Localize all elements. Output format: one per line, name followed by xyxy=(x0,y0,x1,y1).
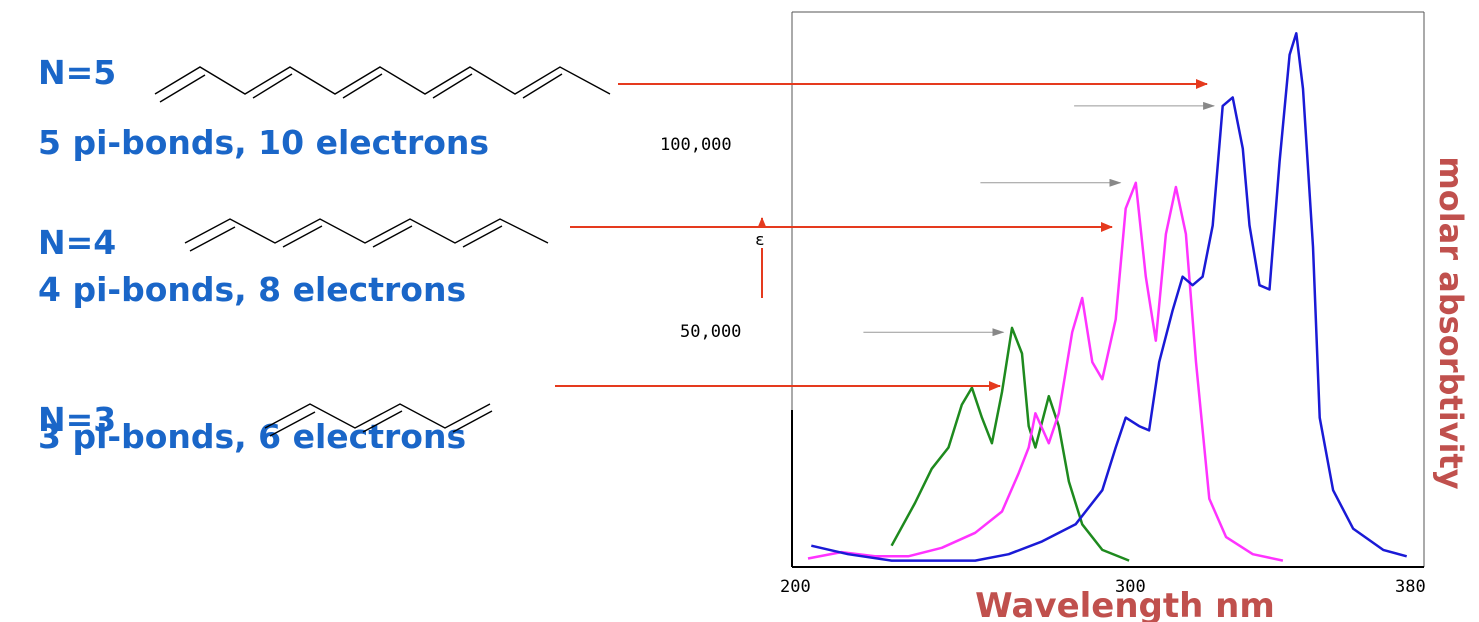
spectrum-line-2 xyxy=(811,32,1408,562)
reference-arrows xyxy=(863,101,1216,337)
compound-n4-label: N=4 xyxy=(38,223,117,262)
compound-n5-desc: 5 pi-bonds, 10 electrons xyxy=(38,123,490,162)
molecule-octatetraene xyxy=(184,218,549,252)
plot-frame xyxy=(791,11,1425,567)
molecule-decapentaene xyxy=(154,66,611,103)
spectrum-line-1 xyxy=(807,181,1284,562)
spectrum-line-0 xyxy=(890,326,1130,562)
molecule-hexatriene xyxy=(264,403,493,437)
x-axis-title: Wavelength nm xyxy=(975,586,1275,622)
y-tick-label: 50,000 xyxy=(680,322,741,342)
x-tick-label: 380 xyxy=(1395,577,1426,597)
x-tick-label: 300 xyxy=(1115,577,1146,597)
epsilon-symbol: ε xyxy=(755,230,765,249)
compound-n5-label: N=5 xyxy=(38,53,117,92)
y-tick-label: 100,000 xyxy=(660,135,732,155)
x-tick-label: 200 xyxy=(780,577,811,597)
y-axis-title: molar absorbtivity xyxy=(1432,156,1470,489)
compound-n3-desc: 3 pi-bonds, 6 electrons xyxy=(38,417,467,456)
spectrum-curves xyxy=(807,32,1408,562)
compound-n4-desc: 4 pi-bonds, 8 electrons xyxy=(38,270,467,309)
compound-n3-label: N=3 xyxy=(38,400,117,439)
